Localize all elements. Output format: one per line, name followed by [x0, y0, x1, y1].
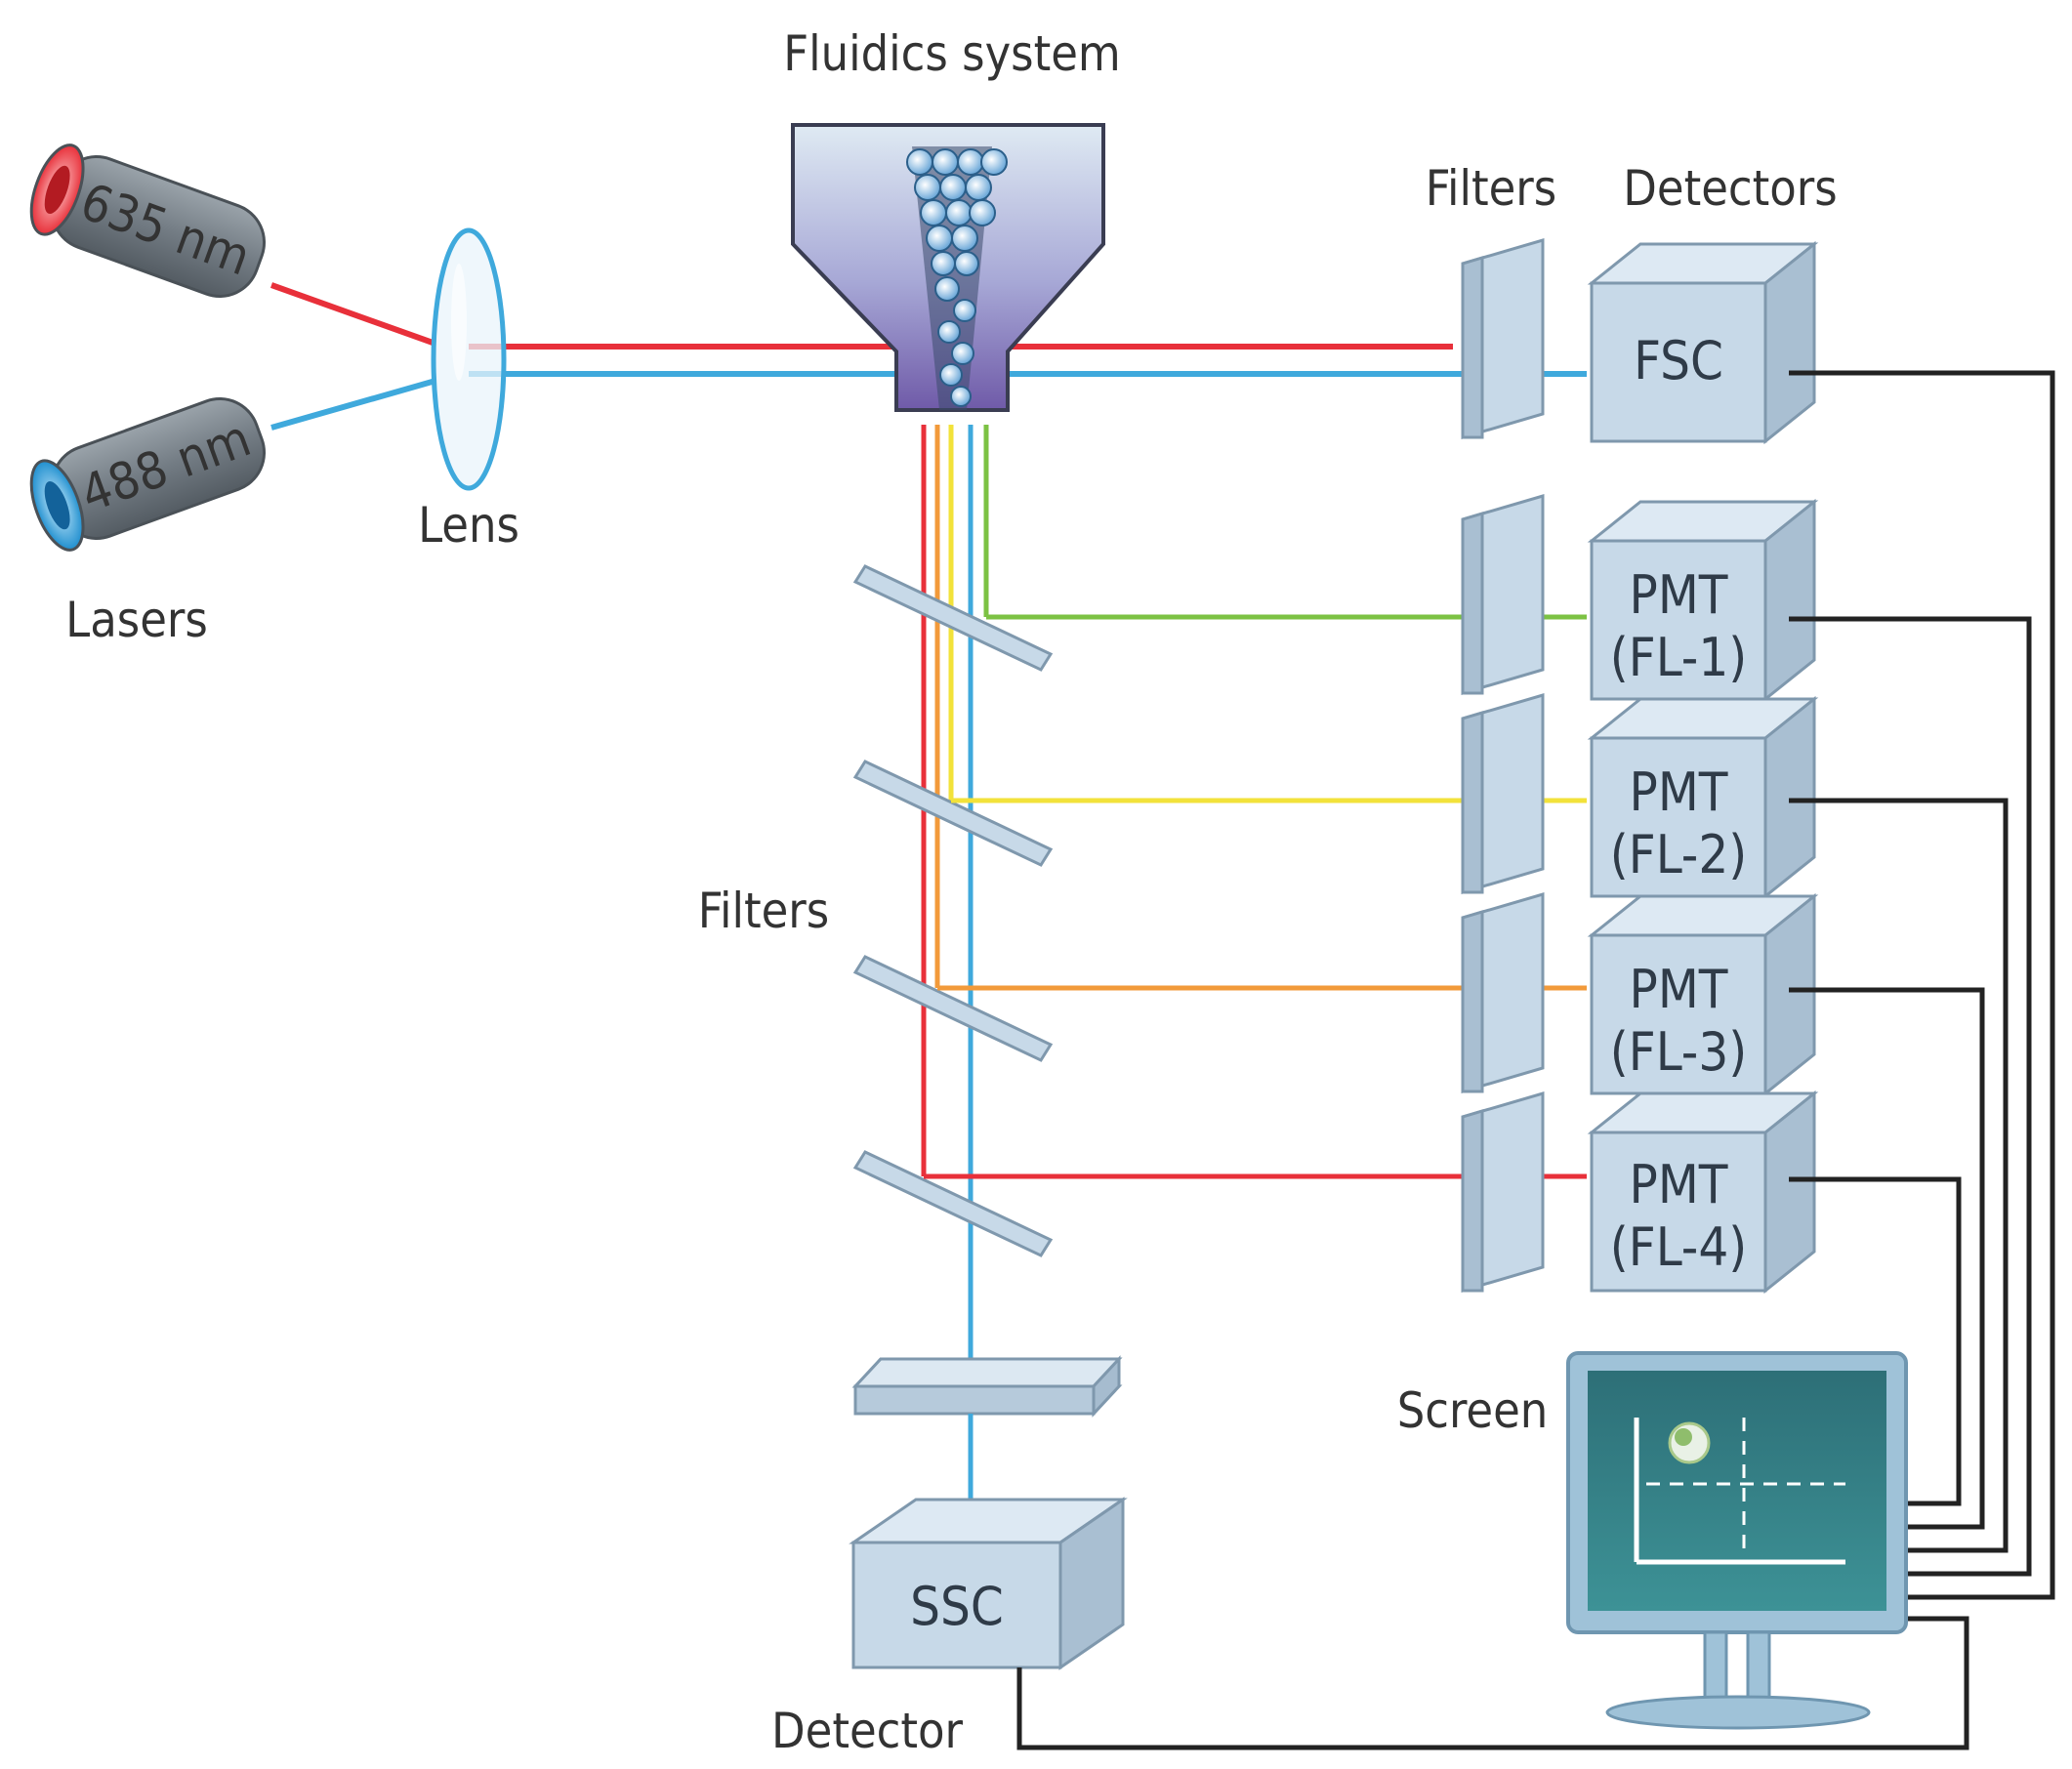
detector-fl3: PMT (FL-3)	[1587, 892, 1819, 1097]
filter-fl2	[1461, 692, 1545, 895]
filter-fl1	[1461, 493, 1545, 696]
fsc-label: FSC	[1634, 330, 1723, 391]
filter-fl4	[1461, 1090, 1545, 1294]
cell-stream-icon	[906, 148, 1008, 407]
filters-top-label: Filters	[1426, 160, 1556, 217]
detector-bottom-label: Detector	[771, 1703, 964, 1759]
detector-filters	[1461, 237, 1545, 1294]
dichroic-mirror-1	[852, 564, 1054, 672]
dichroic-mirrors	[852, 564, 1054, 1257]
fluidics-system-label: Fluidics system	[783, 25, 1121, 82]
cable-fsc	[1789, 370, 2055, 1600]
lens-icon	[431, 227, 507, 491]
fl2-label-line1: PMT	[1630, 761, 1728, 823]
screen-label: Screen	[1397, 1382, 1549, 1439]
fl1-label-line1: PMT	[1630, 564, 1728, 626]
fl3-label-line1: PMT	[1630, 959, 1728, 1020]
monitor	[1566, 1351, 1908, 1730]
dichroic-mirror-3	[852, 955, 1054, 1062]
filters-mid-label: Filters	[698, 883, 829, 939]
lasers-label: Lasers	[65, 592, 208, 648]
monitor-screen	[1588, 1371, 1886, 1611]
detector-fl4: PMT (FL-4)	[1587, 1090, 1819, 1295]
fluidics-funnel	[791, 123, 1105, 412]
lens-label: Lens	[418, 497, 519, 554]
monitor-stand	[1605, 1695, 1871, 1730]
dichroic-mirror-2	[852, 760, 1054, 867]
fl2-label-line2: (FL-2)	[1610, 824, 1747, 885]
detectors-label: Detectors	[1623, 160, 1837, 217]
ssc-label: SSC	[910, 1576, 1004, 1637]
filter-fsc	[1461, 237, 1545, 440]
detector-fl2: PMT (FL-2)	[1587, 695, 1819, 900]
fl4-label-line2: (FL-4)	[1610, 1216, 1747, 1278]
fl1-label-line2: (FL-1)	[1610, 627, 1747, 688]
ssc-detector: SSC	[849, 1497, 1128, 1670]
laser-635: 635 nm	[29, 144, 437, 347]
filter-fl3	[1461, 891, 1545, 1094]
fl3-label-line2: (FL-3)	[1610, 1021, 1747, 1083]
cable-fl4	[1789, 1176, 1962, 1506]
cable-fl1	[1789, 616, 2032, 1577]
laser-488: 488 nm	[29, 378, 436, 552]
scatter-plot-icon	[1634, 1418, 1845, 1565]
cable-ssc	[1016, 1616, 1969, 1750]
fl4-label-line1: PMT	[1630, 1154, 1728, 1215]
detector-fsc: FSC	[1587, 240, 1819, 445]
detector-fl1: PMT (FL-1)	[1587, 498, 1819, 703]
dichroic-mirror-4	[852, 1150, 1054, 1257]
cable-fl3	[1789, 987, 1985, 1530]
cable-fl2	[1789, 798, 2009, 1553]
signal-cables	[1016, 370, 2055, 1750]
